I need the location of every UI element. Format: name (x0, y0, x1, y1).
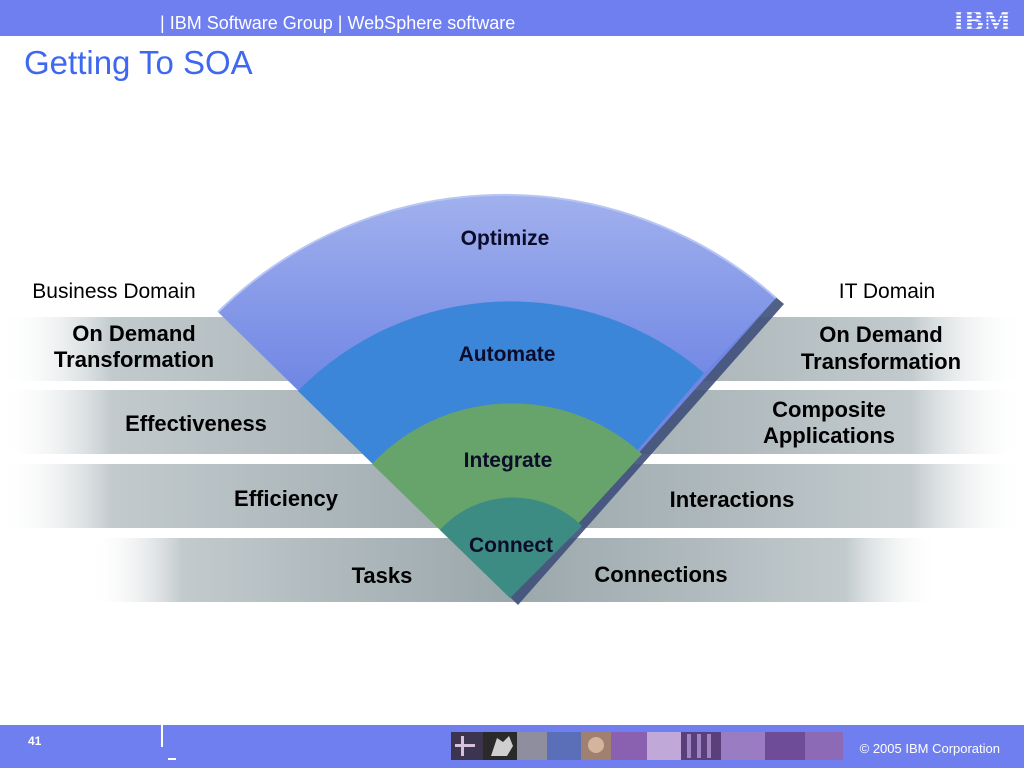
footer-divider (161, 725, 176, 760)
it-level-2-line2: Applications (763, 423, 895, 448)
page-number: 41 (28, 734, 42, 748)
slide-title: Getting To SOA (24, 44, 253, 81)
fan-highlight (218, 194, 776, 391)
header-text: | IBM Software Group | WebSphere softwar… (160, 13, 515, 34)
header-separator-left: | (160, 13, 165, 33)
business-domain-label: Business Domain (32, 280, 195, 303)
it-level-3: Interactions (670, 487, 795, 512)
it-level-2-line1: Composite (772, 397, 886, 422)
fan (217, 193, 777, 598)
it-band-4 (510, 538, 940, 602)
business-level-1-line2: Transformation (54, 347, 214, 372)
copyright: © 2005 IBM Corporation (859, 741, 1000, 756)
business-level-2: Effectiveness (125, 411, 267, 436)
business-level-1-line1: On Demand (72, 321, 195, 346)
fan-rim (217, 193, 777, 313)
it-level-1-line2: Transformation (801, 349, 961, 374)
business-band-4 (90, 538, 510, 602)
label-automate: Automate (459, 343, 556, 366)
label-optimize: Optimize (461, 227, 550, 250)
layer-connect (440, 497, 582, 598)
it-level-1-line1: On Demand (819, 322, 942, 347)
it-level-4: Connections (594, 562, 727, 587)
business-level-3: Efficiency (234, 486, 339, 511)
header-product: WebSphere software (347, 13, 516, 33)
ibm-logo: IBM (946, 5, 1018, 34)
photo-strip-image (451, 732, 843, 760)
it-domain-label: IT Domain (839, 280, 935, 303)
business-level-4: Tasks (352, 563, 413, 588)
header-separator: | (337, 13, 343, 33)
footer-bar: 41 © 2005 IBM Corporation (0, 725, 1024, 768)
header-bar: | IBM Software Group | WebSphere softwar… (0, 0, 1024, 36)
header-group: IBM Software Group (169, 13, 333, 33)
ibm-logo-text: IBM (953, 5, 1011, 34)
label-integrate: Integrate (464, 449, 553, 472)
label-connect: Connect (469, 534, 553, 557)
soa-diagram: Optimize Automate Integrate Connect Busi… (0, 193, 1024, 606)
